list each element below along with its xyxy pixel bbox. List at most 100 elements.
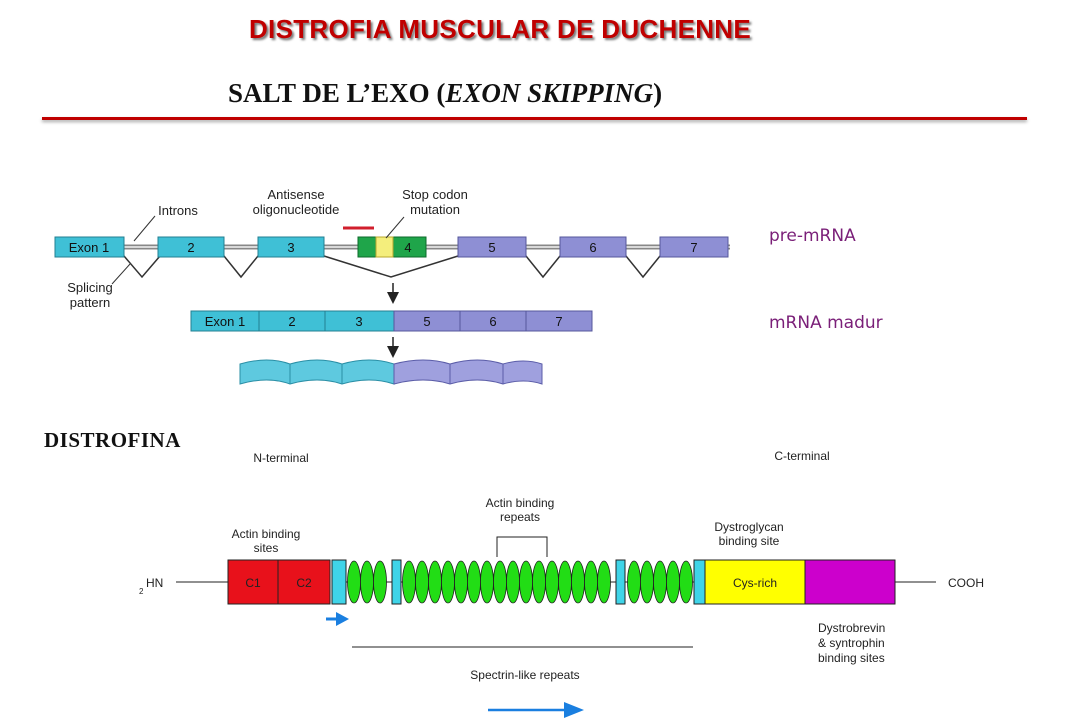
exon-3 xyxy=(257,236,325,258)
blue-arrow-head xyxy=(336,612,349,626)
actin-repeats-bracket xyxy=(496,536,548,557)
spectrin-repeat xyxy=(571,560,585,604)
title-divider xyxy=(42,117,1027,120)
hinge-domain xyxy=(331,559,347,605)
c-terminal-domain xyxy=(804,559,896,605)
cys-rich-domain xyxy=(704,559,806,605)
exon-label: 7 xyxy=(690,240,697,255)
splice-junction xyxy=(625,255,661,279)
hinge-domain xyxy=(391,559,402,605)
exon-label: 5 xyxy=(488,240,495,255)
spectrin-repeats xyxy=(347,560,693,604)
exon-label: Exon 1 xyxy=(69,240,109,255)
spectrin-repeat xyxy=(627,560,641,604)
mature-mrna-label: mRNA madur xyxy=(769,313,883,333)
spectrin-repeat xyxy=(480,560,494,604)
spectrin-repeat xyxy=(347,560,361,604)
mature-exon-label: Exon 1 xyxy=(205,314,245,329)
pre-mrna-diagram: Exon 1 2 3 4 5 6 7 Introns Antisense oli… xyxy=(54,187,730,310)
spectrin-repeat xyxy=(360,560,374,604)
actin-binding-repeats-label: repeats xyxy=(500,510,540,524)
exon-2 xyxy=(157,236,225,258)
mature-exon-label: 5 xyxy=(423,314,430,329)
stop-codon-label: Stop codon xyxy=(402,187,468,202)
antisense-label: Antisense xyxy=(267,187,324,202)
spectrin-repeat xyxy=(519,560,533,604)
spectrin-repeat xyxy=(428,560,442,604)
spectrin-repeat xyxy=(402,560,416,604)
spectrin-repeat xyxy=(373,560,387,604)
n-terminal-label: N-terminal xyxy=(253,451,308,465)
cooh-label: COOH xyxy=(948,576,984,590)
nh2-label: HN xyxy=(146,576,163,590)
c2-label: C2 xyxy=(296,576,312,590)
introns-label: Introns xyxy=(158,203,198,218)
spectrin-repeat xyxy=(545,560,559,604)
exon-label: 4 xyxy=(404,240,411,255)
actin-binding-sites-label: sites xyxy=(254,541,279,555)
spectrin-repeat xyxy=(666,560,680,604)
actin-binding-sites-label: Actin binding xyxy=(232,527,301,541)
mature-exon-label: 6 xyxy=(489,314,496,329)
mature-purple-block xyxy=(393,310,593,332)
exon-6 xyxy=(559,236,627,258)
spectrin-repeats-label: Spectrin-like repeats xyxy=(470,668,579,682)
introns-pointer xyxy=(133,215,156,242)
dystrobrevin-label: & syntrophin xyxy=(818,636,885,650)
spectrin-repeat xyxy=(441,560,455,604)
spectrin-repeat xyxy=(467,560,481,604)
dystrobrevin-label: binding sites xyxy=(818,651,885,665)
splicing-pattern-pointer xyxy=(111,263,131,285)
splice-junction xyxy=(223,255,259,279)
splicing-pattern-label: pattern xyxy=(70,295,110,310)
dystrobrevin-label: Dystrobrevin xyxy=(818,621,885,635)
subtitle-italic: EXON SKIPPING xyxy=(445,78,654,108)
blue-arrow-icon xyxy=(488,702,584,718)
exon-label: 2 xyxy=(187,240,194,255)
subtitle-prefix: SALT DE L’EXO ( xyxy=(228,78,446,108)
spectrin-repeat xyxy=(640,560,654,604)
exon-label: 3 xyxy=(287,240,294,255)
mature-mrna-diagram: Exon 1 2 3 5 6 7 xyxy=(190,310,593,332)
spectrin-repeat xyxy=(653,560,667,604)
hinge-domain xyxy=(693,559,706,605)
exon-1 xyxy=(54,236,125,258)
exon-label: 6 xyxy=(589,240,596,255)
splice-junction-skip xyxy=(323,255,459,278)
dystroglycan-label: binding site xyxy=(719,534,780,548)
spectrin-repeat xyxy=(558,560,572,604)
protein-wave-purple xyxy=(393,359,543,385)
dystroglycan-label: Dystroglycan xyxy=(714,520,783,534)
cys-rich-label: Cys-rich xyxy=(733,576,777,590)
stop-codon-pointer xyxy=(385,216,405,239)
dystrophin-diagram: N-terminal C-terminal HN 2 COOH C1 C2 xyxy=(139,449,984,718)
mature-exon-label: 2 xyxy=(288,314,295,329)
splice-junction xyxy=(123,255,161,279)
slide-title: DISTROFIA MUSCULAR DE DUCHENNE xyxy=(248,14,752,44)
dystrophin-section-title: DISTROFINA xyxy=(44,428,181,452)
mature-exon-label: 7 xyxy=(555,314,562,329)
exon-7 xyxy=(659,236,729,258)
spectrin-repeat xyxy=(532,560,546,604)
truncated-protein-wave xyxy=(239,359,543,385)
exon-5 xyxy=(457,236,527,258)
splice-junction xyxy=(525,255,561,279)
c2-domain xyxy=(277,559,331,605)
spectrin-repeat xyxy=(597,560,611,604)
blue-arrow-icon xyxy=(326,612,349,626)
subtitle-suffix: ) xyxy=(653,78,663,108)
spectrin-repeat xyxy=(493,560,507,604)
slide-subtitle: SALT DE L’EXO (EXON SKIPPING) xyxy=(228,78,662,109)
pre-mrna-label: pre-mRNA xyxy=(769,226,856,246)
stop-codon-label: mutation xyxy=(410,202,460,217)
mature-exon-label: 3 xyxy=(355,314,362,329)
actin-binding-repeats-label: Actin binding xyxy=(486,496,555,510)
c1-label: C1 xyxy=(245,576,261,590)
nh2-subscript: 2 xyxy=(139,587,144,596)
blue-arrow-head xyxy=(564,702,584,718)
protein-wave-cyan xyxy=(239,359,395,385)
spectrin-repeat xyxy=(679,560,693,604)
splicing-pattern-label: Splicing xyxy=(67,280,113,295)
spectrin-repeat xyxy=(584,560,598,604)
